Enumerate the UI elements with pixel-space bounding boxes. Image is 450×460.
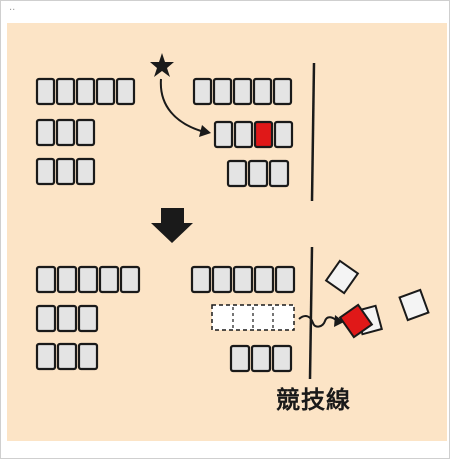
card-block	[250, 344, 272, 373]
competition-line-top	[310, 62, 316, 202]
card-block	[232, 77, 253, 106]
card-block	[253, 265, 275, 294]
scattered-card	[398, 288, 430, 322]
scattered-card	[324, 259, 360, 295]
card-block	[229, 344, 251, 373]
card-block	[192, 77, 213, 106]
card-block	[226, 159, 248, 188]
card-block	[35, 118, 56, 147]
squiggle-arrow-head	[334, 315, 344, 327]
red-card-scattered	[338, 303, 374, 339]
card-block	[98, 265, 120, 294]
card-block	[55, 157, 76, 186]
card-block	[35, 77, 56, 106]
card-block	[56, 304, 78, 333]
card-block	[268, 159, 290, 188]
card-block	[119, 265, 141, 294]
card-block	[271, 344, 293, 373]
card-block	[75, 77, 96, 106]
card-block	[55, 77, 76, 106]
card-block	[77, 342, 99, 371]
card-block	[273, 120, 294, 149]
red-card-block	[253, 120, 274, 149]
card-block	[35, 265, 57, 294]
card-block	[247, 159, 269, 188]
squiggle-arrow-icon	[298, 315, 338, 328]
card-block	[75, 157, 96, 186]
card-block	[232, 265, 254, 294]
card-block	[213, 120, 234, 149]
corner-mark: ··	[9, 5, 16, 16]
down-arrow-icon	[151, 208, 193, 243]
card-block	[274, 265, 296, 294]
curved-arrow-head	[199, 125, 211, 137]
competition-line-label: 競技線	[276, 385, 351, 414]
card-block	[56, 342, 78, 371]
competition-line-bottom	[308, 246, 314, 380]
card-block	[35, 304, 57, 333]
card-block	[190, 265, 212, 294]
card-block	[77, 304, 99, 333]
card-block	[252, 77, 273, 106]
star-icon	[150, 53, 174, 77]
card-block	[212, 77, 233, 106]
card-block	[272, 77, 293, 106]
card-block	[233, 120, 254, 149]
card-block	[115, 77, 136, 106]
card-block	[35, 157, 56, 186]
card-block	[55, 118, 76, 147]
card-block	[75, 118, 96, 147]
card-block	[35, 342, 57, 371]
card-block	[56, 265, 78, 294]
card-block	[95, 77, 116, 106]
card-block	[77, 265, 99, 294]
card-block	[211, 265, 233, 294]
block-grid	[35, 77, 296, 373]
curved-arrow-icon	[159, 78, 202, 132]
